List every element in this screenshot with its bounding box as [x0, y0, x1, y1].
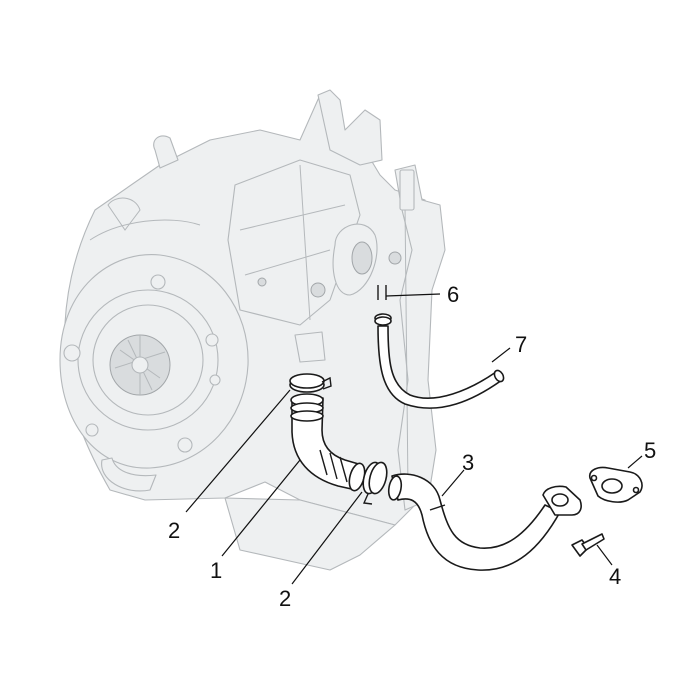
callout-3: 3	[462, 450, 474, 475]
callout-5: 5	[644, 438, 656, 463]
part-1-elbow-hose	[290, 393, 366, 492]
leader-2-upper	[185, 389, 291, 513]
callout-labels: 6 7 3 5 4 2 1 2	[168, 282, 656, 611]
callout-2-upper: 2	[168, 518, 180, 543]
leader-1	[221, 459, 301, 557]
leader-7	[491, 347, 511, 363]
part-5-gasket	[588, 466, 643, 503]
callout-4: 4	[609, 564, 621, 589]
part-4-screw	[571, 533, 605, 557]
callout-2-lower: 2	[279, 586, 291, 611]
part-7-breather-tube	[377, 285, 505, 409]
leader-6	[385, 293, 441, 297]
callout-6: 6	[447, 282, 459, 307]
part-2-lower-clamp	[362, 461, 388, 505]
callout-7: 7	[515, 332, 527, 357]
leader-4	[596, 544, 613, 566]
part-3-outlet-hose	[387, 473, 582, 571]
part-6-small-clamp	[374, 313, 392, 326]
leader-5	[627, 455, 643, 469]
leader-3	[441, 469, 465, 497]
flywheel-cover-ghost	[59, 197, 249, 492]
callout-1: 1	[210, 558, 222, 583]
leader-2-lower	[291, 491, 363, 585]
part-2-upper-clamp	[289, 373, 332, 393]
leader-lines	[185, 293, 643, 585]
